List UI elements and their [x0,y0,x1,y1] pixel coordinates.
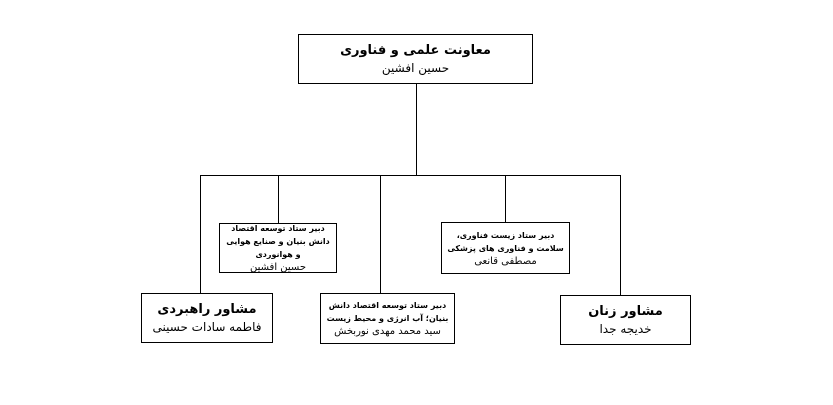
org-node-biotech-secretary: دبیر ستاد زیست فناوری، سلامت و فناوری ها… [441,222,570,274]
node-title: مشاور راهبردی [157,302,257,317]
node-title: دبیر ستاد توسعه اقتصاد دانش بنیان؛ آب ان… [326,301,449,323]
node-title: دبیر ستاد توسعه اقتصاد دانش بنیان و صنای… [226,224,330,259]
node-title: معاونت علمی و فناوری [340,43,491,58]
node-person-name: خدیجه جدا [599,322,652,336]
org-node-vice-presidency: معاونت علمی و فناوری حسین افشین [298,34,533,84]
org-node-water-energy-secretary: دبیر ستاد توسعه اقتصاد دانش بنیان؛ آب ان… [320,293,455,344]
node-person-name: فاطمه سادات حسینی [152,320,262,334]
node-person-name: حسین افشین [381,61,450,75]
node-person-name: حسین افشین [249,262,307,273]
node-person-name: مصطفی قانعی [474,255,537,267]
org-node-strategic-advisor: مشاور راهبردی فاطمه سادات حسینی [141,293,273,343]
node-title: مشاور زنان [588,304,663,319]
org-node-women-advisor: مشاور زنان خدیجه جدا [560,295,691,345]
org-node-aerospace-secretary: دبیر ستاد توسعه اقتصاد دانش بنیان و صنای… [219,223,337,273]
node-person-name: سید محمد مهدی نوربخش [334,326,441,337]
node-title: دبیر ستاد زیست فناوری، سلامت و فناوری ها… [447,230,564,253]
